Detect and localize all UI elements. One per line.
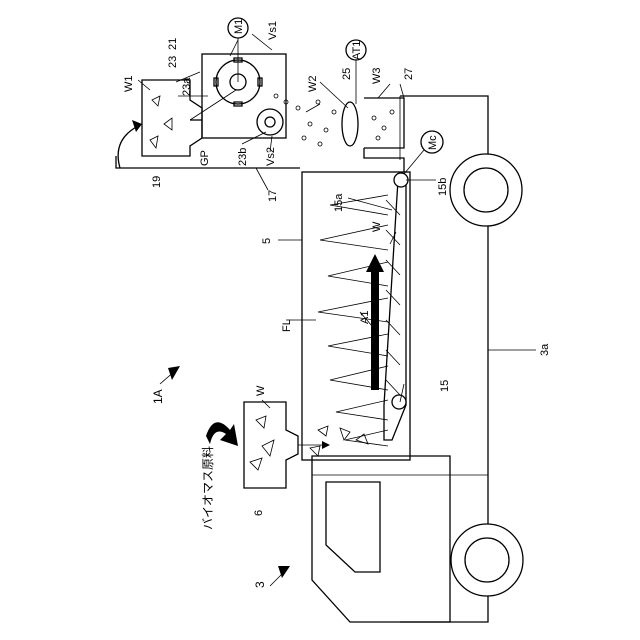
label-21: 21 [167,38,179,50]
label-27: 27 [403,68,415,80]
truck [312,96,523,622]
label-3a: 3a [539,343,551,356]
hopper-material [250,416,274,470]
chamber-box [302,172,410,460]
label-w: W [255,385,267,396]
hopper-body [244,402,298,488]
label-15a: 15a [333,193,345,212]
combustion-chamber [302,172,410,460]
return-arrow-head [132,120,142,132]
label-feed: バイオマス原料 [201,446,215,530]
particles-w3 [372,110,394,140]
hopper-feed-arrow [322,441,330,449]
front-wheel [451,524,523,596]
label-23a: 23a [181,77,193,96]
label-17: 17 [267,190,279,202]
label-5: 5 [261,238,273,244]
return-arrow-line [118,126,138,168]
label-vs2: Vs2 [265,147,277,166]
label-group: 1A 3 3a 5 6 17 19 21 23 23a 23b 25 27 15… [123,19,551,588]
leader-17 [256,168,268,190]
sensor-disc [342,102,358,146]
small-gear [257,109,283,135]
crusher [116,18,443,174]
label-at1: AT1 [351,41,363,60]
conveyor-hatch [386,200,400,395]
label-fl: FL [281,319,293,332]
label-w-conv: W [371,221,383,232]
label-15b: 15b [437,178,449,196]
label-23: 23 [167,56,179,68]
debris [310,426,368,456]
label-23b: 23b [237,148,249,166]
label-vs1: Vs1 [267,21,279,40]
label-25: 25 [341,68,353,80]
label-m1: M1 [233,19,245,34]
leader-w-conv [390,232,396,244]
flow-arrow-head [366,254,384,272]
label-15: 15 [439,380,451,392]
motor-mc-link [404,150,424,174]
label-gp: GP [199,150,211,166]
label-3: 3 [253,581,267,588]
flow-arrow-shaft [371,270,379,390]
label-19: 19 [151,176,163,188]
label-w1: W1 [123,76,135,93]
collector-box [364,98,404,148]
cab-window [326,482,380,572]
small-hopper-material [150,96,172,148]
truck-cab [312,456,450,622]
leader-w [262,400,270,408]
roller-bottom [392,395,406,409]
label-a1: A1 [359,311,371,324]
label-w2: W2 [307,76,319,93]
label-mc: Mc [427,135,439,150]
rear-wheel [450,154,522,226]
label-w3: W3 [371,68,383,85]
roller-top [394,173,408,187]
collector-return [364,148,404,172]
arrow-1a [168,366,180,380]
arrow-3-line [270,570,286,586]
feed-arrow [206,422,238,446]
label-1a: 1A [151,389,165,404]
label-6: 6 [253,510,265,516]
